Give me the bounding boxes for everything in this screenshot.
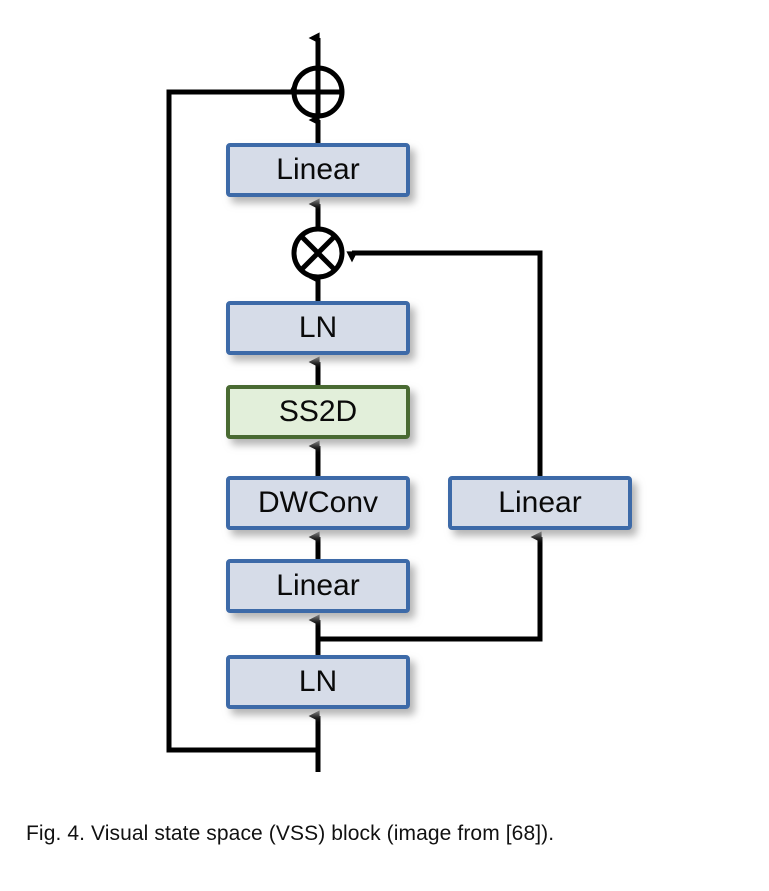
plus-glyph-icon: [294, 68, 342, 116]
edge-trunk-to-linear-gate: [318, 531, 543, 642]
node-linear-gate[interactable]: Linear: [448, 476, 632, 530]
node-linear-out-label: Linear: [276, 153, 359, 186]
node-ln-top-box: [226, 301, 410, 355]
edge-linear-gate-to-multiply: [346, 250, 543, 478]
node-ss2d-label: SS2D: [279, 395, 357, 428]
node-ss2d[interactable]: SS2D: [226, 385, 410, 439]
add-node[interactable]: [291, 65, 345, 119]
node-ln-top[interactable]: LN: [226, 301, 410, 355]
node-dwconv-label: DWConv: [258, 486, 378, 519]
figure-caption: Fig. 4. Visual state space (VSS) block (…: [26, 822, 555, 845]
node-linear-out[interactable]: Linear: [226, 143, 410, 197]
multiply-node[interactable]: [291, 226, 345, 280]
connector-group: [166, 32, 543, 772]
node-linear-main-label: Linear: [276, 569, 359, 602]
node-linear-gate-label: Linear: [498, 486, 581, 519]
node-ln-bottom-box: [226, 655, 410, 709]
node-ln-bottom[interactable]: LN: [226, 655, 410, 709]
node-linear-gate-box: [448, 476, 632, 530]
node-ln-top-label: LN: [299, 311, 337, 344]
node-dwconv[interactable]: DWConv: [226, 476, 410, 530]
vss-block-diagram: Linear LN SS2D DWConv Linear Linear LN: [166, 32, 632, 772]
node-ln-bottom-label: LN: [299, 665, 337, 698]
cross-glyph-icon: [299, 234, 337, 272]
edge-skip-connection: [166, 82, 318, 753]
node-linear-main-box: [226, 559, 410, 613]
node-linear-out-box: [226, 143, 410, 197]
node-ss2d-box: [226, 385, 410, 439]
node-linear-main[interactable]: Linear: [226, 559, 410, 613]
node-dwconv-box: [226, 476, 410, 530]
